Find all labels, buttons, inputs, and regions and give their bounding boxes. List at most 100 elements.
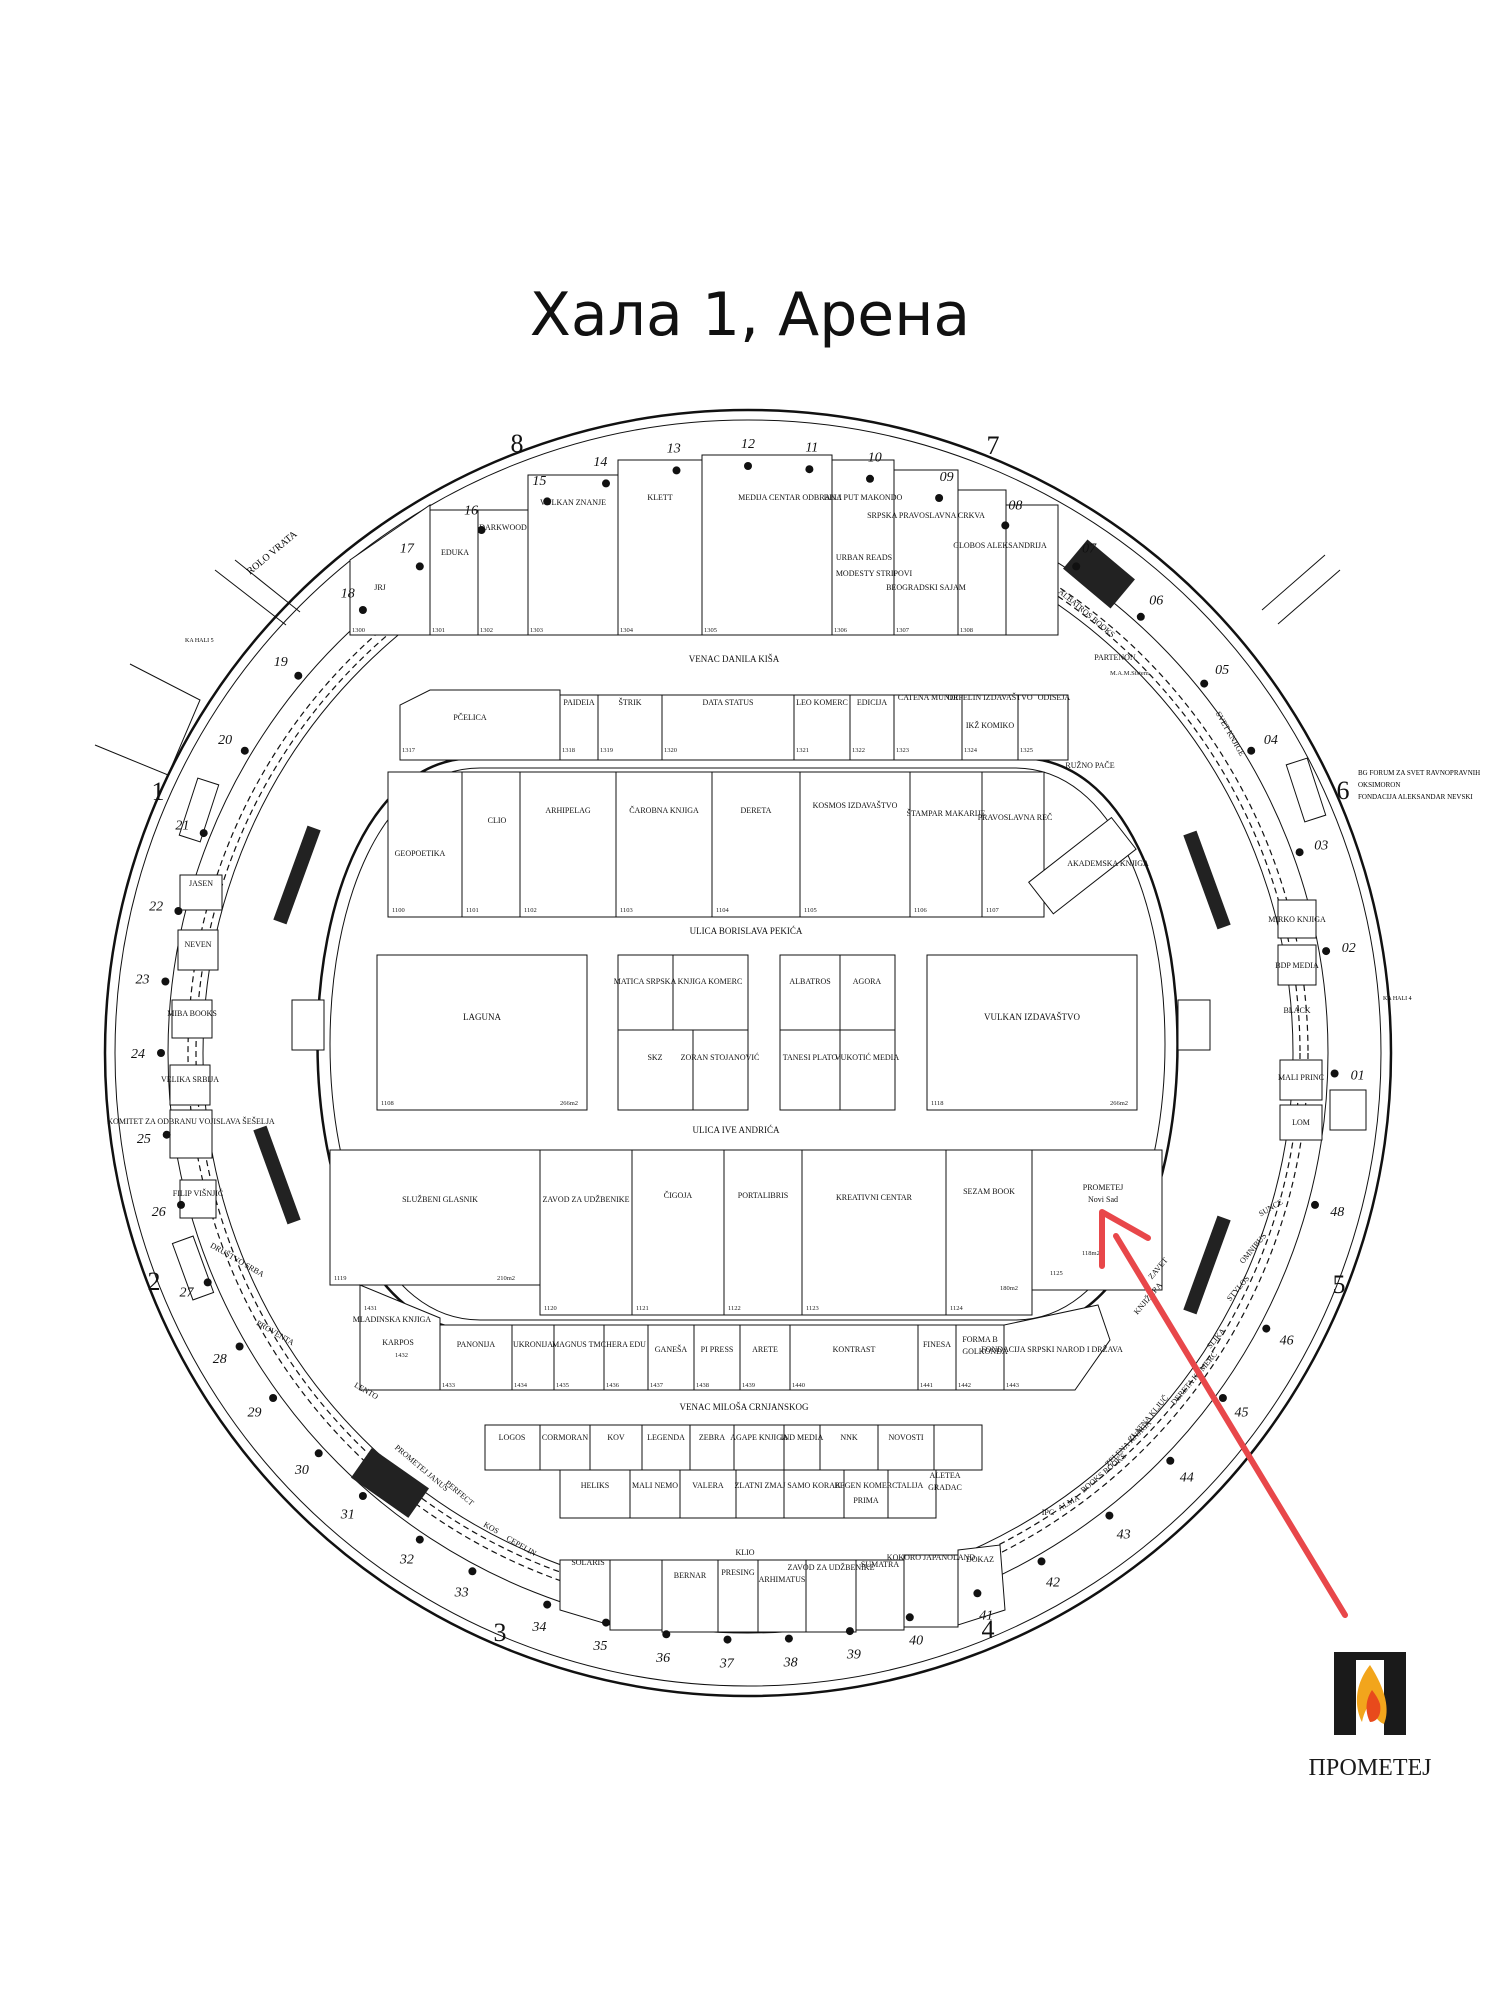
stand-klio: KLIO — [735, 1548, 754, 1557]
gate-3: 3 — [494, 1618, 507, 1647]
stand-begen-komerc: BEGEN KOMERC — [835, 1481, 898, 1490]
stand-leo-komerc: LEO KOMERC — [796, 698, 848, 707]
stand-sumatra: SUMATRA — [861, 1560, 899, 1569]
pillar-label: 34 — [531, 1620, 546, 1635]
stand-velika-srbija: VELIKA SRBIJA — [161, 1075, 219, 1084]
stand-dokaz: DOKAZ — [966, 1555, 994, 1564]
stand-kov: KOV — [607, 1433, 625, 1442]
prometej-logo: ПРОМЕТЕЈ — [1309, 1652, 1431, 1781]
pillar-dot — [157, 1049, 165, 1057]
stand-number: 1434 — [514, 1382, 528, 1389]
stand-jasen: JASEN — [189, 879, 213, 888]
stand-number: 1118 — [931, 1100, 944, 1107]
pillar-label: 17 — [400, 541, 415, 556]
pillar-label: 19 — [274, 655, 288, 670]
outer-bottom-stands: LOGOS CORMORAN KOV LEGENDA ZEBRA AGAPE K… — [353, 1380, 1170, 1633]
stand-kosmos: KOSMOS IZDAVAŠTVO — [813, 801, 898, 810]
stand-bg-forum: BG FORUM ZA SVET RAVNOPRAVNIH — [1358, 769, 1480, 777]
pillar-label: 14 — [593, 455, 607, 470]
highlight-arrow — [1099, 1209, 1348, 1618]
stand-number: 1121 — [636, 1305, 649, 1312]
pillar-dot — [723, 1635, 732, 1644]
stand-number: 1122 — [728, 1305, 741, 1312]
stand-number: 1437 — [650, 1382, 664, 1389]
stand-number: 1101 — [466, 907, 479, 914]
stand-stampar-makarije: ŠTAMPAR MAKARIJE — [907, 809, 986, 818]
pillar-dot — [805, 465, 814, 474]
stand-zlatna-kljuc: ZLATNA KLJUČ — [1125, 1393, 1170, 1444]
pillar-dot — [1166, 1456, 1175, 1465]
pillar-dot — [1136, 612, 1145, 621]
stand-zoran-stojanovic: ZORAN STOJANOVIĆ — [681, 1052, 760, 1062]
stand-forma-b: FORMA B — [962, 1335, 997, 1344]
stand-prometej-city: Novi Sad — [1088, 1195, 1118, 1204]
pillar-dot — [415, 1535, 424, 1544]
pillar-dot — [269, 1394, 278, 1402]
gate-numbers: 1 2 3 4 5 6 7 8 — [148, 429, 1350, 1647]
pillar-label: 36 — [655, 1651, 670, 1666]
stand-number: 1125 — [1050, 1270, 1063, 1277]
pillar-label: 29 — [248, 1406, 262, 1421]
stand-ganesa: GANEŠA — [655, 1345, 688, 1354]
stand-heliks: HELIKS — [581, 1481, 609, 1490]
pillar-label: 12 — [741, 437, 755, 452]
ka-hali-5-label: KA HALI 5 — [185, 638, 214, 644]
stand-modesty-stripovi: MODESTY STRIPOVI — [836, 569, 913, 578]
stand-carobna-knjiga: ČAROBNA KNJIGA — [629, 805, 699, 815]
stand-klett: KLETT — [647, 493, 672, 502]
gate-2: 2 — [148, 1267, 161, 1296]
stand-area: 266m2 — [1110, 1100, 1128, 1107]
stand-solaris: SOLARIS — [571, 1558, 604, 1567]
pillar-label: 35 — [592, 1639, 607, 1654]
pillar-dot — [177, 1200, 185, 1209]
stand-area: 210m2 — [497, 1275, 515, 1282]
stand-globos: GLOBOS ALEKSANDRIJA — [953, 541, 1047, 550]
pillar-dot — [1200, 679, 1209, 688]
stand-albatros: ALBATROS — [789, 977, 830, 986]
stand-omnibus: OMNIBUS — [1238, 1231, 1269, 1265]
stand-golkonda: GOLKONDA — [962, 1347, 1008, 1356]
pillar-dot — [174, 907, 183, 915]
gate-5: 5 — [1333, 1270, 1346, 1299]
stand-logos: LOGOS — [499, 1433, 526, 1442]
stand-number: 1306 — [834, 627, 848, 634]
stand-medija-centar-odbrana: MEDIJA CENTAR ODBRANA — [738, 493, 842, 502]
stand-ind-media: IND MEDIA — [781, 1433, 824, 1442]
stand-neven: NEVEN — [184, 940, 211, 949]
pillar-label: 43 — [1117, 1528, 1131, 1543]
pillar-dot — [199, 829, 208, 838]
stand-number: 1432 — [395, 1352, 408, 1359]
pillar-dot — [866, 474, 874, 483]
pillar-label: 40 — [909, 1633, 923, 1648]
stand-black: BLACK — [1283, 1006, 1310, 1015]
stand-filip-visnjic: FILIP VIŠNJIĆ — [173, 1188, 223, 1198]
stand-number: 1106 — [914, 907, 928, 914]
stand-number: 1103 — [620, 907, 633, 914]
pillar-dot — [468, 1567, 477, 1576]
pillar-label: 15 — [532, 474, 546, 489]
stand-number: 1124 — [950, 1305, 964, 1312]
stand-matica-srpska: MATICA SRPSKA — [614, 977, 677, 986]
pillar-label: 02 — [1342, 941, 1356, 956]
pillar-dot — [784, 1634, 793, 1643]
pillar-label: 48 — [1330, 1205, 1344, 1220]
corridor-milosa-crnjanskog: VENAC MILOŠA CRNJANSKOG — [679, 1402, 809, 1412]
gate-4: 4 — [982, 1615, 995, 1644]
stand-sunce: SUNCE — [1257, 1197, 1284, 1218]
pillar-dot — [602, 1618, 610, 1627]
pillar-dot — [672, 466, 681, 475]
stand-magnus-tmc: MAGNUS TMC — [552, 1340, 606, 1349]
stand-mam-sistem: M.A.M.Sistem — [1110, 670, 1149, 677]
stand-prometej: PROMETEJ — [1083, 1183, 1123, 1192]
stand-sluzbeni-glasnik: SLUŽBENI GLASNIK — [402, 1194, 478, 1204]
pillar-label: 39 — [846, 1648, 861, 1663]
stand-number: 1438 — [696, 1382, 709, 1389]
stand-number: 1321 — [796, 747, 809, 754]
stand-number: 1323 — [896, 747, 909, 754]
pillar-label: 11 — [805, 440, 818, 455]
stand-number: 1431 — [364, 1305, 377, 1312]
ring-top-stands: PČELICA PAIDEIA ŠTRIK DATA STATUS LEO KO… — [399, 689, 1115, 770]
stand-sezam-book: SEZAM BOOK — [963, 1187, 1015, 1196]
pillar-dot — [1322, 947, 1331, 956]
stand-orfelin: ORFELIN IZDAVAŠTVO — [947, 693, 1032, 702]
